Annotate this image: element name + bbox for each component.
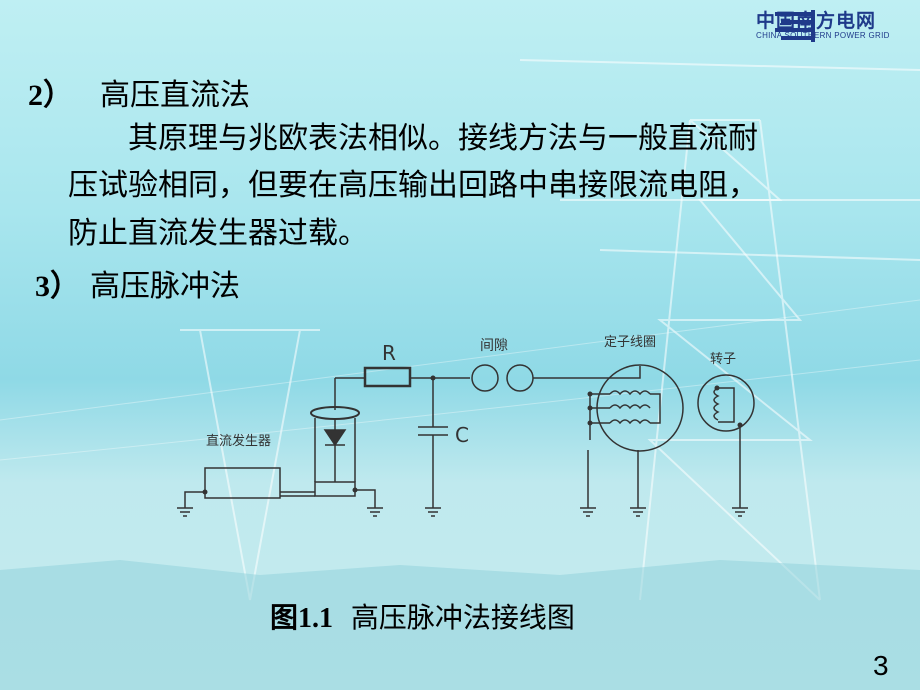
spark-gap-left: [471, 364, 499, 392]
figure-number: 图1.1: [270, 603, 334, 634]
section2-line-3: 防止直流发生器过载。: [68, 216, 368, 251]
label-r: R: [382, 341, 396, 365]
logo-name-en: CHINA SOUTHERN POWER GRID: [756, 31, 890, 40]
logo-name-cn: 中国南方电网: [756, 10, 877, 32]
label-stator: 定子线圈: [604, 335, 656, 350]
spark-gap-right: [506, 364, 534, 392]
section2-line-2: 压试验相同，但要在高压输出回路中串接限流电阻，: [68, 168, 758, 203]
label-rotor: 转子: [710, 352, 736, 367]
section3-number: 3）: [35, 270, 80, 303]
figure-caption: 图1.1 高压脉冲法接线图: [270, 596, 575, 636]
page-number: 3: [873, 650, 889, 681]
label-dc-generator: 直流发生器: [206, 433, 271, 449]
label-c: C: [455, 423, 469, 447]
section2-number: 2）: [28, 79, 73, 112]
label-gap: 间隙: [480, 338, 508, 354]
section2-title: 高压直流法: [100, 78, 250, 113]
section2-line-1: 其原理与兆欧表法相似。接线方法与一般直流耐: [128, 121, 758, 156]
rotor: [697, 374, 755, 432]
section3-title: 高压脉冲法: [90, 269, 240, 304]
csg-logo-mark: [775, 10, 815, 42]
figure-caption-text: 高压脉冲法接线图: [350, 601, 575, 634]
resistor-r: [363, 366, 412, 388]
pulse-method-circuit-diagram: R 间隙 定子线圈 转子 C 直流发生器: [177, 335, 755, 517]
